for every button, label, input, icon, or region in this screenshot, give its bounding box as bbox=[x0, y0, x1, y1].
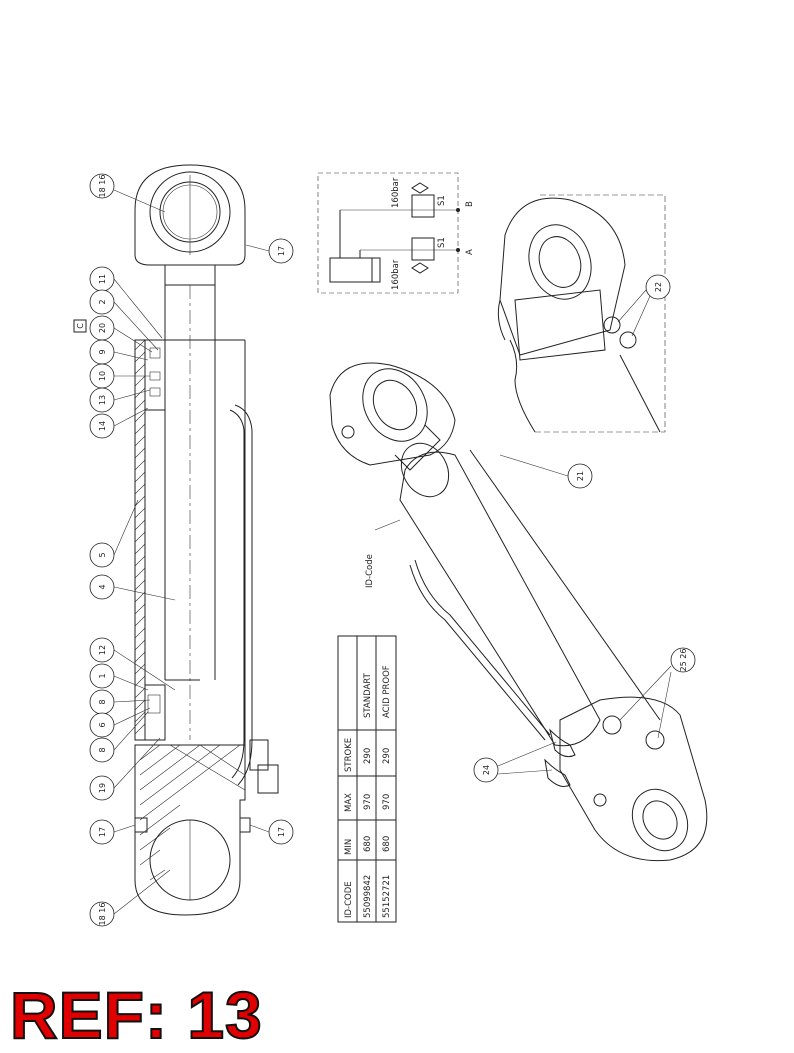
balloon-12: 12 bbox=[89, 637, 115, 663]
svg-text:5: 5 bbox=[98, 552, 107, 557]
hydraulic-schematic: 160bar 160bar S1 S1 B A bbox=[317, 172, 475, 294]
svg-text:25 26: 25 26 bbox=[679, 649, 688, 672]
svg-text:24: 24 bbox=[482, 765, 491, 775]
balloon-20: 20 bbox=[89, 315, 115, 341]
table-header-id-code: ID-CODE bbox=[344, 881, 354, 918]
balloon-22: 22 bbox=[645, 274, 671, 300]
balloon-18-16-bottom: 18 16 bbox=[89, 901, 115, 927]
balloon-14: 14 bbox=[89, 413, 115, 439]
svg-text:6: 6 bbox=[98, 722, 107, 727]
svg-text:14: 14 bbox=[98, 421, 107, 431]
table-cell: ACID PROOF bbox=[382, 665, 392, 718]
svg-text:12: 12 bbox=[98, 645, 107, 655]
balloon-2: 2 bbox=[89, 289, 115, 315]
section-mark-box bbox=[73, 319, 87, 333]
section-mark: C bbox=[76, 323, 85, 329]
spec-table: ID-CODE MIN MAX STROKE 55099842 680 970 … bbox=[337, 635, 397, 923]
table-cell: 680 bbox=[363, 836, 373, 852]
balloon-18-16-top: 18 16 bbox=[89, 173, 115, 199]
svg-text:11: 11 bbox=[98, 274, 107, 284]
isometric-cylinder-view: 21 25 26 24 ID-Code bbox=[329, 362, 708, 862]
port-a-label: A bbox=[465, 249, 475, 255]
balloon-11: 11 bbox=[89, 266, 115, 292]
table-cell: 55152721 bbox=[382, 875, 392, 918]
balloon-25-26: 25 26 bbox=[670, 647, 696, 673]
balloon-13: 13 bbox=[89, 387, 115, 413]
balloon-21: 21 bbox=[567, 463, 593, 489]
svg-text:2: 2 bbox=[98, 299, 107, 304]
table-header-min: MIN bbox=[344, 839, 354, 855]
balloon-6: 6 bbox=[89, 712, 115, 738]
svg-text:17: 17 bbox=[277, 827, 286, 837]
balloons-left: 18 16 11 2 20 9 10 13 14 5 4 12 1 8 6 8 … bbox=[73, 173, 294, 927]
balloon-17-right: 17 bbox=[268, 819, 294, 845]
table-header-stroke: STROKE bbox=[344, 738, 354, 772]
balloon-1: 1 bbox=[89, 663, 115, 689]
ref-label: REF: 13 bbox=[9, 978, 263, 1052]
table-cell: 970 bbox=[382, 794, 392, 810]
balloon-17-top-right: 17 bbox=[268, 238, 294, 264]
balloon-8-b: 8 bbox=[89, 737, 115, 763]
svg-text:18 16: 18 16 bbox=[98, 903, 107, 926]
balloon-5: 5 bbox=[89, 542, 115, 568]
valve-pressure-1: 160bar bbox=[391, 177, 401, 208]
svg-text:17: 17 bbox=[98, 827, 107, 837]
balloon-9: 9 bbox=[89, 339, 115, 365]
balloon-8-a: 8 bbox=[89, 689, 115, 715]
svg-text:21: 21 bbox=[576, 471, 585, 481]
table-cell: 970 bbox=[363, 794, 373, 810]
table-cell: 680 bbox=[382, 836, 392, 852]
valve-mark-2: S1 bbox=[437, 237, 447, 248]
table-cell: 290 bbox=[363, 748, 373, 764]
balloon-17-left: 17 bbox=[89, 819, 115, 845]
table-cell: 290 bbox=[382, 748, 392, 764]
svg-text:19: 19 bbox=[98, 783, 107, 793]
balloon-24: 24 bbox=[473, 757, 499, 783]
sectional-cylinder-view bbox=[134, 164, 279, 916]
balloon-10: 10 bbox=[89, 363, 115, 389]
detail-view-valve-block: 22 bbox=[497, 194, 671, 433]
svg-text:8: 8 bbox=[98, 699, 107, 704]
table-cell: 55099842 bbox=[363, 875, 373, 918]
table-cell: STANDART bbox=[363, 672, 373, 718]
svg-text:22: 22 bbox=[654, 282, 663, 292]
svg-text:20: 20 bbox=[98, 323, 107, 333]
svg-text:1: 1 bbox=[98, 673, 107, 678]
svg-text:4: 4 bbox=[98, 584, 107, 589]
port-b-label: B bbox=[465, 201, 475, 207]
svg-text:18 16: 18 16 bbox=[98, 175, 107, 198]
valve-pressure-2: 160bar bbox=[391, 259, 401, 290]
svg-text:17: 17 bbox=[277, 246, 286, 256]
balloon-4: 4 bbox=[89, 574, 115, 600]
svg-text:13: 13 bbox=[98, 395, 107, 405]
valve-mark-1: S1 bbox=[437, 195, 447, 206]
svg-text:10: 10 bbox=[98, 371, 107, 381]
id-code-label: ID-Code bbox=[365, 554, 375, 588]
svg-text:8: 8 bbox=[98, 747, 107, 752]
table-header-max: MAX bbox=[344, 793, 354, 812]
balloon-19: 19 bbox=[89, 775, 115, 801]
svg-text:9: 9 bbox=[98, 349, 107, 354]
